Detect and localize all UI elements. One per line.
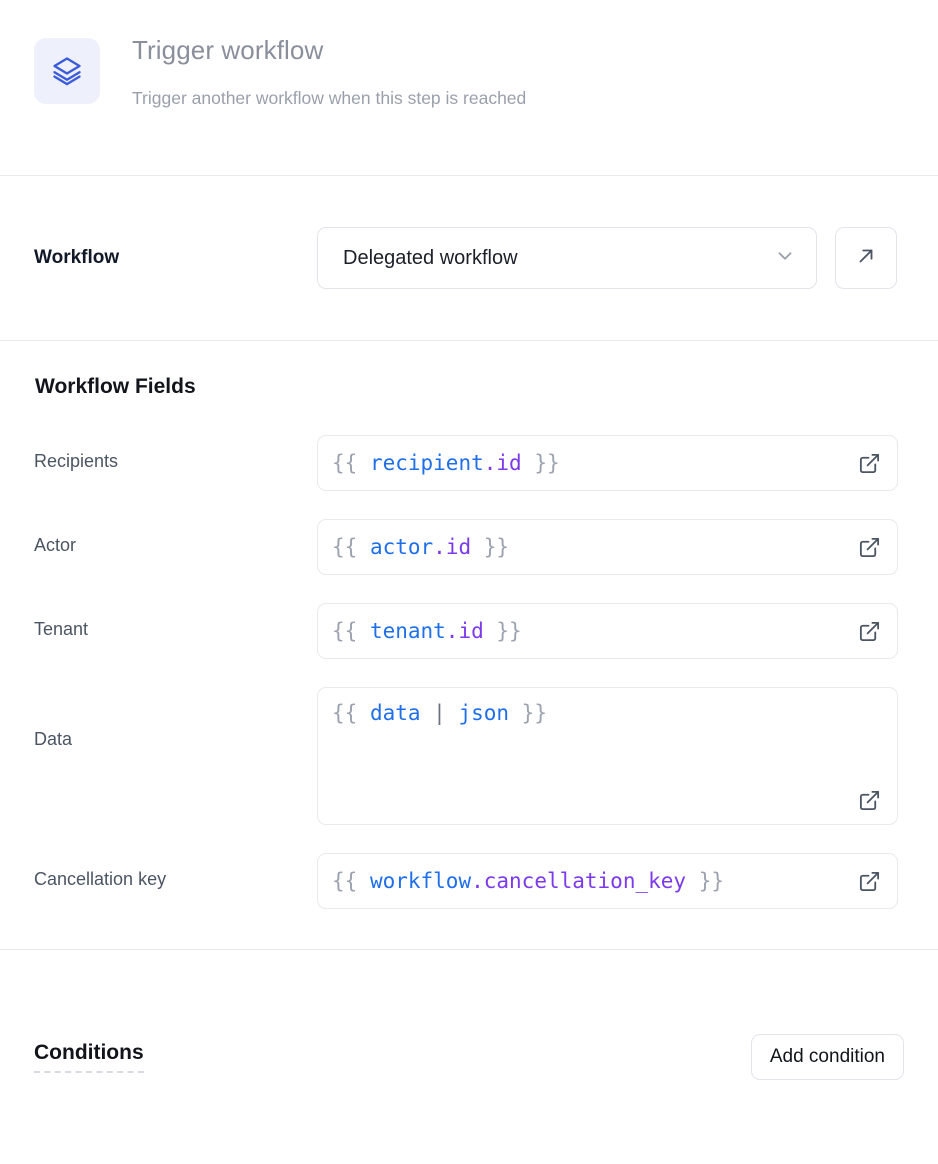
cancellation-key-input[interactable]: {{ workflow.cancellation_key }} <box>317 853 898 909</box>
recipients-input[interactable]: {{ recipient.id }} <box>317 435 898 491</box>
external-link-icon[interactable] <box>858 536 881 559</box>
add-condition-button[interactable]: Add condition <box>750 1034 904 1080</box>
page-title: Trigger workflow <box>132 35 324 65</box>
workflow-select-value: Delegated workflow <box>343 246 518 269</box>
workflow-fields-section: Workflow Fields Recipients {{ recipient.… <box>0 341 938 950</box>
field-label-data: Data <box>34 729 73 749</box>
field-row: Tenant {{ tenant.id }} <box>34 603 904 659</box>
actor-template-value: {{ actor.id }} <box>332 534 510 559</box>
workflow-fields-heading: Workflow Fields <box>35 375 196 398</box>
external-link-icon[interactable] <box>858 789 881 812</box>
tenant-template-value: {{ tenant.id }} <box>332 618 522 643</box>
data-template-value: {{ data | json }} <box>332 701 547 725</box>
field-label-cancellation-key: Cancellation key <box>34 869 167 889</box>
field-row: Actor {{ actor.id }} <box>34 519 904 575</box>
arrow-up-right-icon <box>855 245 877 272</box>
workflow-select[interactable]: Delegated workflow <box>317 227 817 289</box>
field-row: Recipients {{ recipient.id }} <box>34 435 904 491</box>
panel-header: Trigger workflow Trigger another workflo… <box>0 0 938 176</box>
tenant-input[interactable]: {{ tenant.id }} <box>317 603 898 659</box>
external-link-icon[interactable] <box>858 870 881 893</box>
field-row: Cancellation key {{ workflow.cancellatio… <box>34 853 904 909</box>
external-link-icon[interactable] <box>858 620 881 643</box>
workflow-select-group: Delegated workflow <box>317 227 897 289</box>
field-row: Data {{ data | json }} <box>34 687 904 825</box>
conditions-title: Conditions <box>34 1041 144 1073</box>
data-input[interactable]: {{ data | json }} <box>317 687 898 825</box>
layers-icon <box>34 38 100 104</box>
actor-input[interactable]: {{ actor.id }} <box>317 519 898 575</box>
workflow-row: Workflow Delegated workflow <box>0 176 938 341</box>
field-label-actor: Actor <box>34 535 77 555</box>
recipients-template-value: {{ recipient.id }} <box>332 450 560 475</box>
external-link-icon[interactable] <box>858 452 881 475</box>
workflow-label: Workflow <box>34 247 120 268</box>
chevron-down-icon <box>774 245 796 272</box>
conditions-section: Conditions Add condition <box>0 950 938 1164</box>
field-label-recipients: Recipients <box>34 451 119 471</box>
header-text: Trigger workflow Trigger another workflo… <box>132 34 526 109</box>
open-workflow-button[interactable] <box>835 227 897 289</box>
cancellation-key-template-value: {{ workflow.cancellation_key }} <box>332 868 724 893</box>
page-subtitle: Trigger another workflow when this step … <box>132 87 527 108</box>
field-label-tenant: Tenant <box>34 619 89 639</box>
